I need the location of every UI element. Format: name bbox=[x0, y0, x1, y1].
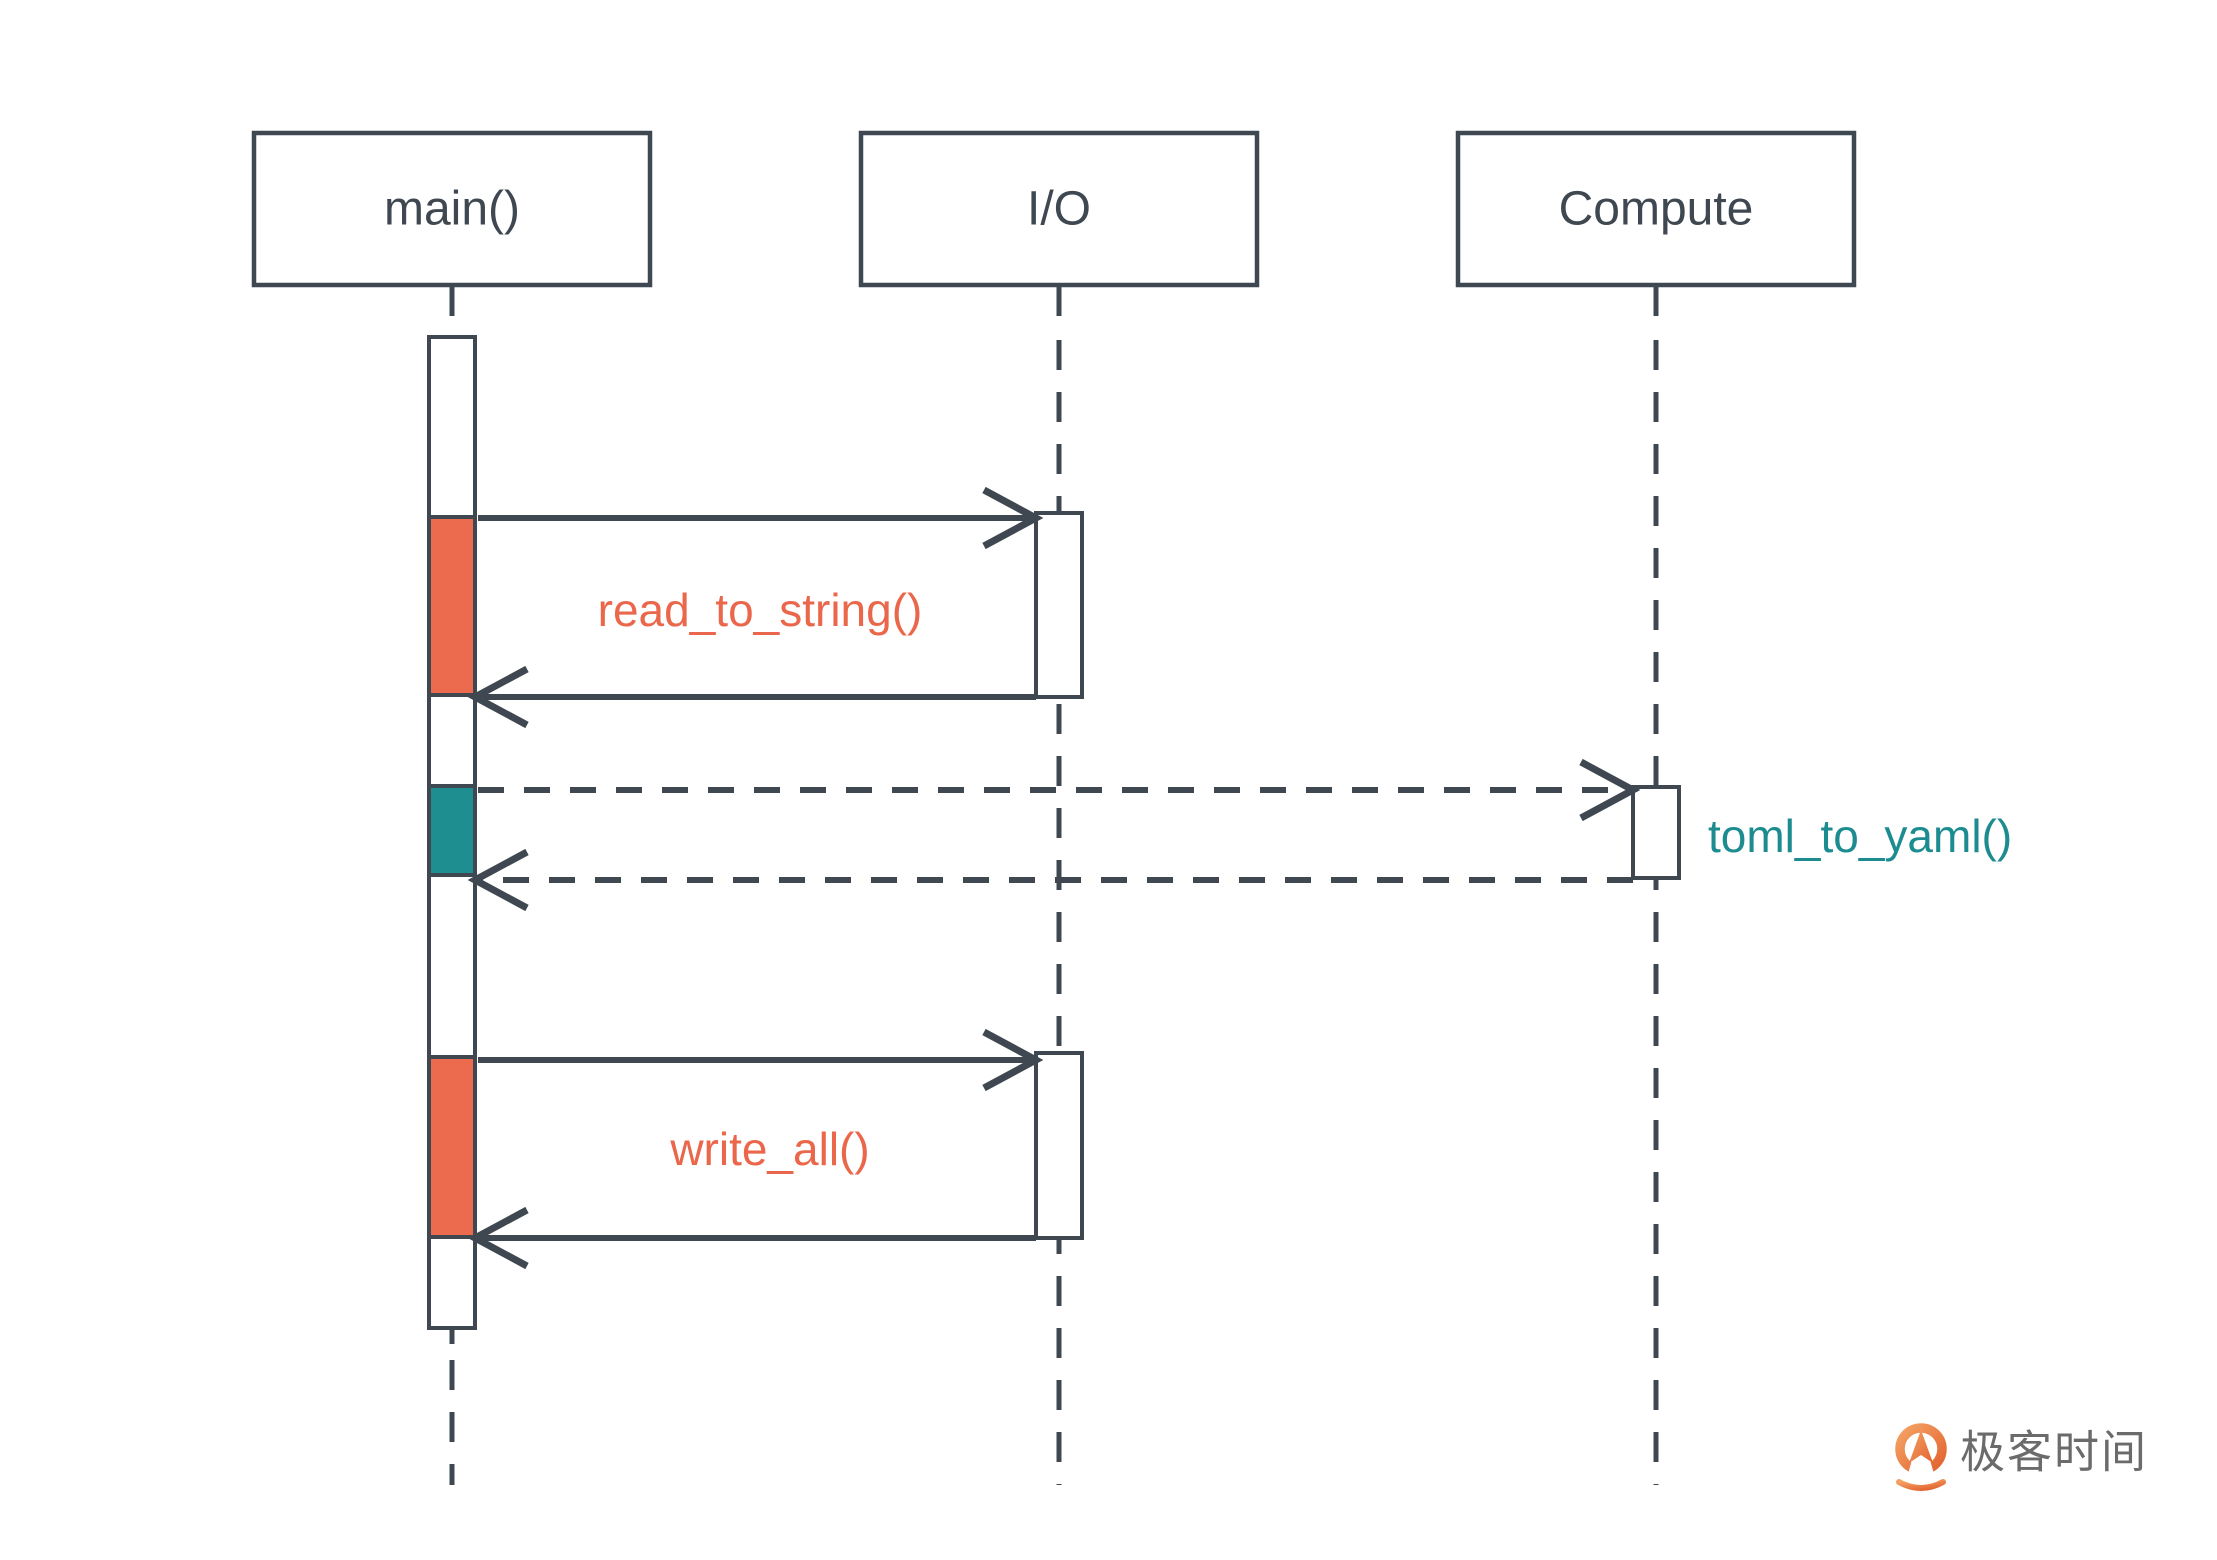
participant-io-label: I/O bbox=[1027, 183, 1091, 236]
message-toml-call bbox=[478, 758, 1641, 822]
message-read-return bbox=[467, 665, 1036, 729]
activation-main-idle-2 bbox=[427, 693, 477, 788]
message-read-call bbox=[478, 486, 1044, 550]
message-toml-return bbox=[467, 848, 1633, 912]
activation-main-read bbox=[427, 515, 477, 697]
label-toml-to-yaml: toml_to_yaml() bbox=[1708, 810, 2012, 862]
participant-compute: Compute bbox=[1455, 130, 1857, 288]
participant-compute-label: Compute bbox=[1559, 183, 1754, 236]
activation-main-idle-3 bbox=[427, 873, 477, 1059]
write-return-arrowhead bbox=[467, 1206, 529, 1270]
activation-main-toml bbox=[427, 784, 477, 877]
message-write-call bbox=[478, 1028, 1044, 1092]
participant-main: main() bbox=[251, 130, 653, 288]
activation-io-read bbox=[1034, 511, 1084, 699]
write-call-arrowhead bbox=[982, 1028, 1044, 1092]
activation-main-idle-4 bbox=[427, 1235, 477, 1330]
message-write-return bbox=[467, 1206, 1036, 1270]
toml-call-arrowhead bbox=[1579, 758, 1641, 822]
activation-main-write bbox=[427, 1055, 477, 1239]
geektime-logo: 极客时间 bbox=[1895, 1423, 2148, 1491]
toml-return-arrowhead bbox=[467, 848, 529, 912]
read-return-arrowhead bbox=[467, 665, 529, 729]
read-call-arrowhead bbox=[982, 486, 1044, 550]
participant-io-box bbox=[858, 130, 1260, 288]
participant-compute-box bbox=[1455, 130, 1857, 288]
geektime-q-icon bbox=[1895, 1423, 1947, 1491]
activation-compute-toml bbox=[1631, 785, 1681, 880]
activation-main-bar bbox=[427, 335, 477, 1330]
label-read-to-string: read_to_string() bbox=[598, 584, 923, 636]
participant-main-label: main() bbox=[384, 183, 520, 236]
participant-io: I/O bbox=[858, 130, 1260, 288]
geektime-logo-text: 极客时间 bbox=[1960, 1427, 2148, 1478]
activation-main-idle-1 bbox=[427, 335, 477, 519]
participant-main-box bbox=[251, 130, 653, 288]
label-write-all: write_all() bbox=[669, 1123, 869, 1175]
activation-io-write bbox=[1034, 1051, 1084, 1240]
